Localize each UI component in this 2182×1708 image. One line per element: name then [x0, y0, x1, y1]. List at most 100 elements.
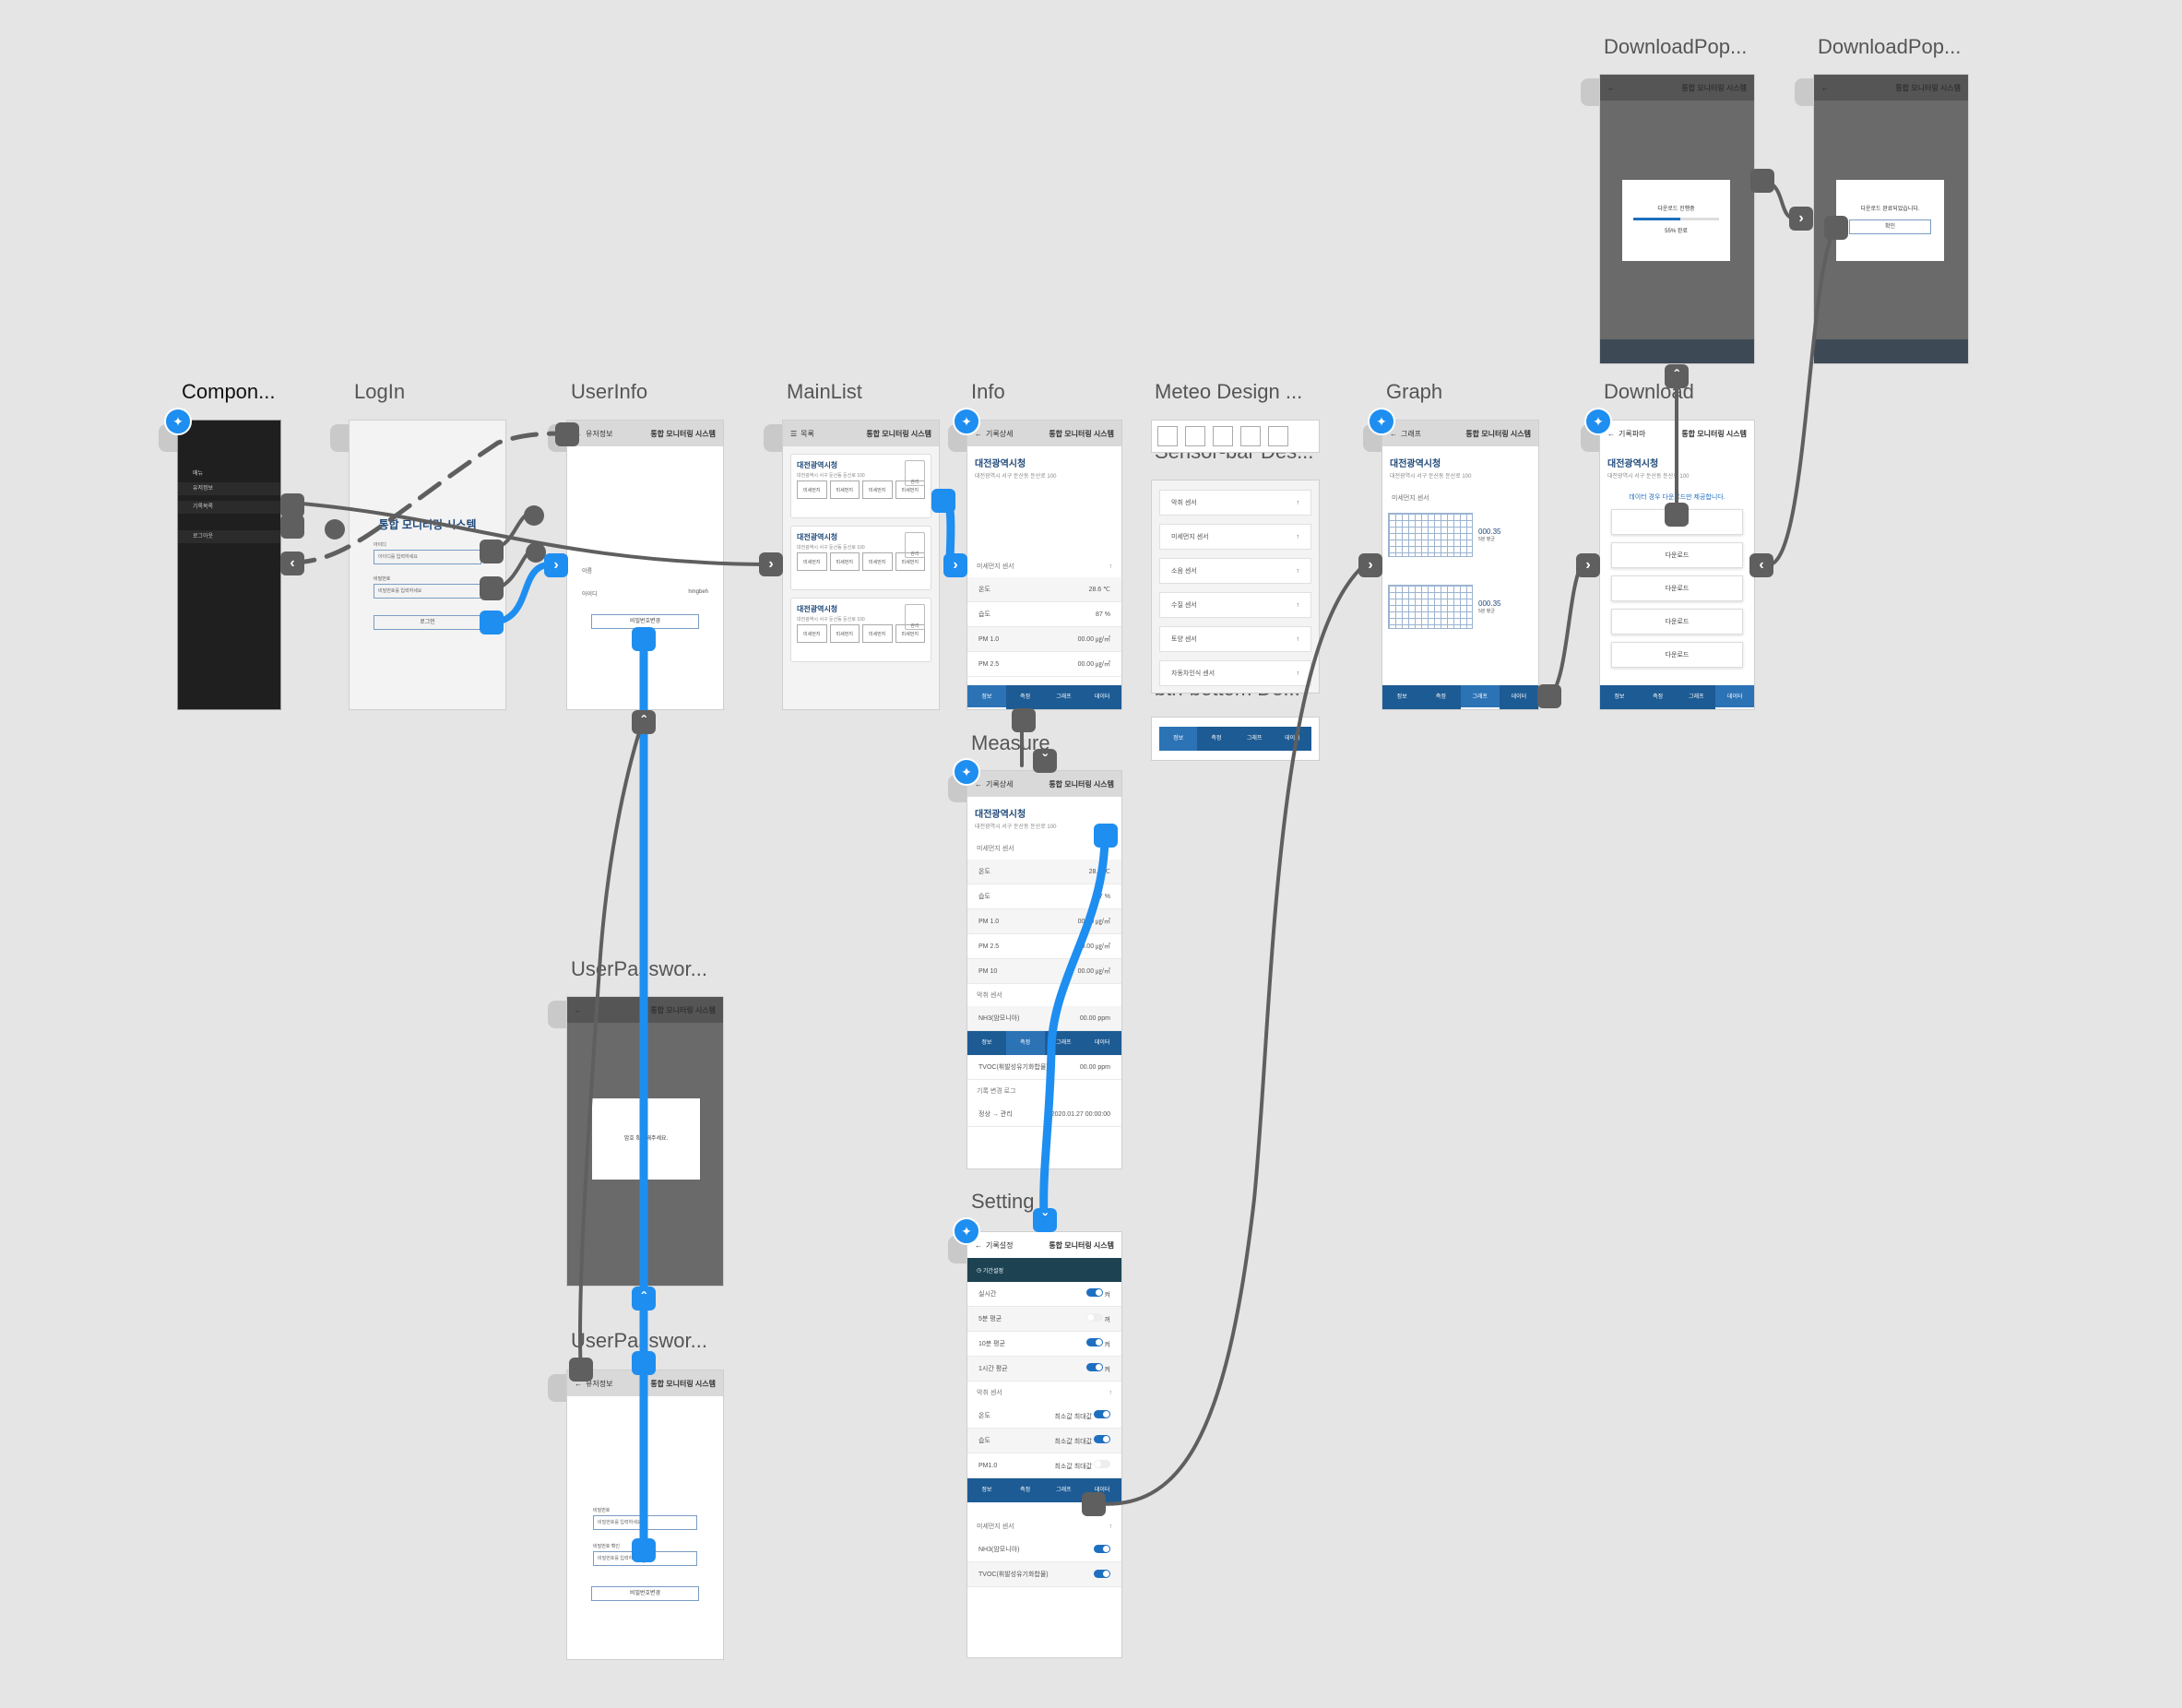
artboard-label-userpw1[interactable]: UserPasswor...: [571, 957, 707, 980]
max-label[interactable]: 최대값: [1073, 1439, 1093, 1445]
artboard-label-mainlist[interactable]: MainList: [787, 380, 862, 403]
header-back[interactable]: ← 기록설정: [975, 1240, 1014, 1250]
chevron-up-icon[interactable]: ˆ: [632, 710, 656, 734]
toggle[interactable]: [1094, 1544, 1110, 1553]
toggle[interactable]: [1094, 1435, 1110, 1443]
graph-avg[interactable]: 5분 평균: [1478, 537, 1495, 542]
toggle[interactable]: [1085, 1338, 1103, 1346]
download-button[interactable]: 다운로드: [1611, 542, 1743, 568]
connection-handle[interactable]: [632, 627, 656, 651]
nav-measure[interactable]: 측정: [1653, 694, 1664, 700]
manage-icon[interactable]: 관리: [905, 460, 925, 486]
toggle[interactable]: [1094, 1410, 1110, 1418]
artboard-label-graph[interactable]: Graph: [1386, 380, 1443, 403]
artboard-label-meteo[interactable]: Meteo Design ...: [1155, 380, 1303, 403]
pin-icon[interactable]: ✦: [1584, 408, 1612, 435]
connection-dot[interactable]: [526, 542, 546, 563]
artboard-label-userinfo[interactable]: UserInfo: [571, 380, 648, 403]
menu-item-logout[interactable]: 로그아웃: [178, 530, 280, 543]
artboard-label-setting[interactable]: Setting: [971, 1190, 1035, 1213]
artboard-meteo[interactable]: [1151, 420, 1320, 453]
download-button[interactable]: 다운로드: [1611, 575, 1743, 601]
nav-data[interactable]: 데이터: [1511, 694, 1527, 700]
connection-handle[interactable]: [1094, 824, 1118, 848]
header-back[interactable]: ← 그래프: [1390, 429, 1422, 438]
artboard-popup1[interactable]: ←통합 모니터링 시스템 다운로드 진행중 55% 완료: [1599, 74, 1755, 364]
pin-icon[interactable]: ✦: [1368, 408, 1395, 435]
menu-item-userinfo[interactable]: 유저정보: [178, 482, 280, 495]
nav-measure[interactable]: 측정: [1020, 694, 1031, 700]
header-back[interactable]: ← 유저정보: [575, 1379, 613, 1388]
artboard-label-popup2[interactable]: DownloadPop...: [1818, 35, 1962, 58]
chevron-up-icon[interactable]: ↑: [1296, 670, 1300, 677]
chevron-up-icon[interactable]: ↑: [1109, 1389, 1113, 1396]
artboard-label-login[interactable]: LogIn: [354, 380, 406, 403]
confirm-button[interactable]: 확인: [1849, 219, 1931, 234]
nav-graph[interactable]: 그래프: [1056, 1488, 1072, 1493]
toggle[interactable]: [1085, 1363, 1103, 1371]
chevron-up-icon[interactable]: ↑: [1296, 635, 1300, 643]
connection-handle[interactable]: [280, 515, 304, 539]
connection-handle[interactable]: [480, 576, 504, 600]
menu-item-records[interactable]: 기록목록: [178, 501, 280, 514]
toggle[interactable]: [1094, 1569, 1110, 1578]
chevron-down-icon[interactable]: ˇ: [1033, 749, 1057, 773]
artboard-label-info[interactable]: Info: [971, 380, 1005, 403]
max-label[interactable]: 최대값: [1073, 1414, 1093, 1420]
nav-graph[interactable]: 그래프: [1056, 1040, 1072, 1046]
nav-data[interactable]: 데이터: [1285, 736, 1300, 741]
artboard-btnbottom[interactable]: 정보 측정 그래프 데이터: [1151, 717, 1320, 761]
nav-measure[interactable]: 측정: [1211, 736, 1222, 741]
nav-measure[interactable]: 측정: [1435, 694, 1446, 700]
nav-info[interactable]: 정보: [981, 1040, 992, 1046]
chevron-up-icon[interactable]: ˆ: [1665, 364, 1689, 388]
nav-graph[interactable]: 그래프: [1246, 736, 1263, 741]
nav-info[interactable]: 정보: [981, 1488, 992, 1493]
nav-data[interactable]: 데이터: [1094, 694, 1110, 700]
connection-handle[interactable]: [480, 611, 504, 635]
connection-handle[interactable]: [1082, 1492, 1106, 1516]
header-back[interactable]: ←: [575, 1005, 582, 1014]
chevron-left-icon[interactable]: ‹: [280, 552, 304, 575]
pin-icon[interactable]: ✦: [953, 758, 980, 786]
chevron-right-icon[interactable]: ›: [943, 553, 967, 577]
artboard-label-components[interactable]: Compon...: [182, 380, 276, 403]
header-back[interactable]: ← 유저정보: [575, 429, 612, 439]
chevron-up-icon[interactable]: ↑: [1296, 567, 1300, 575]
chevron-left-icon[interactable]: ‹: [1749, 553, 1773, 577]
login-id-field[interactable]: 아이디를 입력하세요: [374, 550, 481, 564]
min-label[interactable]: 최소값: [1054, 1439, 1073, 1445]
min-label[interactable]: 최소값: [1054, 1464, 1073, 1470]
nav-info[interactable]: 정보: [1396, 694, 1407, 700]
pw-field[interactable]: 비밀번호를 입력하세요: [593, 1515, 697, 1530]
login-button[interactable]: 로그인: [374, 615, 481, 630]
min-label[interactable]: 최소값: [1054, 1414, 1073, 1420]
chevron-right-icon[interactable]: ›: [1789, 207, 1813, 231]
change-password-button[interactable]: 비밀번호변경: [591, 1586, 699, 1601]
chevron-right-icon[interactable]: ›: [544, 553, 568, 577]
connection-handle[interactable]: [555, 422, 579, 446]
manage-icon[interactable]: 관리: [905, 532, 925, 558]
artboard-components[interactable]: 메뉴 유저정보 기록목록 로그아웃: [177, 420, 281, 710]
nav-graph[interactable]: 그래프: [1056, 694, 1072, 700]
max-label[interactable]: 최대값: [1073, 1464, 1093, 1470]
toggle[interactable]: [1085, 1288, 1103, 1297]
nav-graph[interactable]: 그래프: [1689, 694, 1704, 700]
connection-handle[interactable]: [1750, 169, 1774, 193]
download-button[interactable]: 다운로드: [1611, 609, 1743, 635]
graph-avg[interactable]: 5분 평균: [1478, 609, 1495, 614]
connection-dot[interactable]: [524, 505, 544, 526]
nav-info[interactable]: 정보: [1159, 727, 1198, 751]
pin-icon[interactable]: ✦: [953, 1217, 980, 1245]
chevron-right-icon[interactable]: ›: [759, 552, 783, 576]
chevron-up-icon[interactable]: ↑: [1109, 563, 1113, 570]
toggle[interactable]: [1094, 1460, 1110, 1468]
